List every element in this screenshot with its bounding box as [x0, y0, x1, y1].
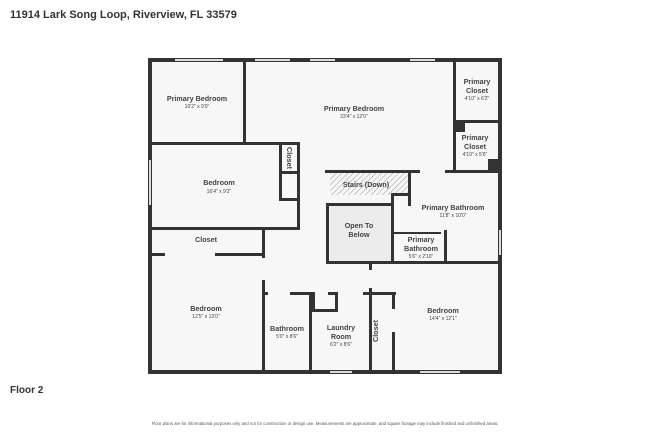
svg-text:Primary Bedroom: Primary Bedroom	[167, 94, 227, 103]
svg-text:Primary: Primary	[408, 235, 435, 244]
svg-text:Bathroom: Bathroom	[404, 244, 438, 253]
svg-text:Primary: Primary	[464, 77, 491, 86]
open-to-below: Open To Below	[345, 221, 374, 239]
floor-label: Floor 2	[10, 385, 44, 396]
property-address: 11914 Lark Song Loop, Riverview, FL 3357…	[10, 9, 237, 21]
room-bedroom-1[interactable]: Bedroom 16'4" x 9'2"	[203, 178, 235, 195]
svg-text:Primary: Primary	[462, 133, 489, 142]
svg-text:Closet: Closet	[285, 147, 294, 170]
room-closet-vertical[interactable]: Closet	[285, 147, 294, 170]
room-primary-bedroom[interactable]: Primary Bedroom 23'4" x 12'0"	[324, 104, 384, 120]
room-bedroom-2[interactable]: Bedroom 12'5" x 13'0"	[190, 304, 222, 320]
svg-text:Closet: Closet	[464, 142, 487, 151]
stairs-hatch	[330, 172, 410, 195]
windows	[149, 59, 501, 373]
svg-text:Stairs (Down): Stairs (Down)	[343, 180, 390, 189]
svg-text:Primary Bathroom: Primary Bathroom	[422, 203, 485, 212]
svg-text:14'4" x 12'1": 14'4" x 12'1"	[429, 316, 457, 322]
svg-text:Primary Bedroom: Primary Bedroom	[324, 104, 384, 113]
svg-text:Bedroom: Bedroom	[203, 178, 235, 187]
svg-text:Laundry: Laundry	[327, 323, 355, 332]
svg-text:4'10" x 6'2": 4'10" x 6'2"	[465, 96, 490, 102]
room-primary-bathroom-small[interactable]: Primary Bathroom 5'6" x 2'10"	[404, 235, 438, 260]
room-bathroom[interactable]: Bathroom 5'0" x 8'6"	[270, 324, 304, 340]
room-primary-closet-1[interactable]: Primary Closet 4'10" x 6'2"	[464, 77, 491, 102]
stairs-down[interactable]: Stairs (Down)	[343, 180, 390, 189]
walls	[148, 58, 502, 374]
svg-text:Room: Room	[331, 332, 351, 341]
svg-text:Below: Below	[348, 230, 370, 239]
svg-text:23'4" x 12'0": 23'4" x 12'0"	[340, 114, 368, 120]
floor-area	[150, 60, 500, 372]
svg-text:Closet: Closet	[371, 319, 380, 342]
disclaimer: Floor plans are for informational purpos…	[151, 421, 499, 426]
svg-text:Bedroom: Bedroom	[190, 304, 222, 313]
room-laundry[interactable]: Laundry Room 6'2" x 8'6"	[327, 323, 355, 348]
svg-text:5'6" x 2'10": 5'6" x 2'10"	[409, 254, 434, 260]
room-primary-bedroom-small[interactable]: Primary Bedroom 10'2" x 9'0"	[167, 94, 227, 110]
svg-text:Open To: Open To	[345, 221, 374, 230]
room-closet-right[interactable]: Closet	[371, 319, 380, 342]
svg-text:Bedroom: Bedroom	[427, 306, 459, 315]
svg-text:11'8" x 10'0": 11'8" x 10'0"	[439, 213, 466, 219]
svg-text:12'5" x 13'0": 12'5" x 13'0"	[192, 314, 220, 320]
svg-text:Closet: Closet	[466, 86, 489, 95]
svg-text:5'0" x 8'6": 5'0" x 8'6"	[276, 334, 298, 340]
room-primary-bathroom[interactable]: Primary Bathroom 11'8" x 10'0"	[422, 203, 485, 219]
room-closet-horizontal[interactable]: Closet	[195, 235, 218, 244]
svg-text:6'2" x 8'6": 6'2" x 8'6"	[330, 342, 352, 348]
svg-text:16'4" x 9'2": 16'4" x 9'2"	[207, 189, 232, 195]
room-bedroom-3[interactable]: Bedroom 14'4" x 12'1"	[427, 306, 459, 322]
svg-text:Bathroom: Bathroom	[270, 324, 304, 333]
room-primary-closet-2[interactable]: Primary Closet 4'10" x 5'6"	[462, 133, 489, 158]
open-to-below-area	[330, 205, 392, 262]
svg-text:4'10" x 5'6": 4'10" x 5'6"	[463, 152, 488, 158]
svg-text:Closet: Closet	[195, 235, 218, 244]
svg-text:10'2" x 9'0": 10'2" x 9'0"	[185, 104, 210, 110]
